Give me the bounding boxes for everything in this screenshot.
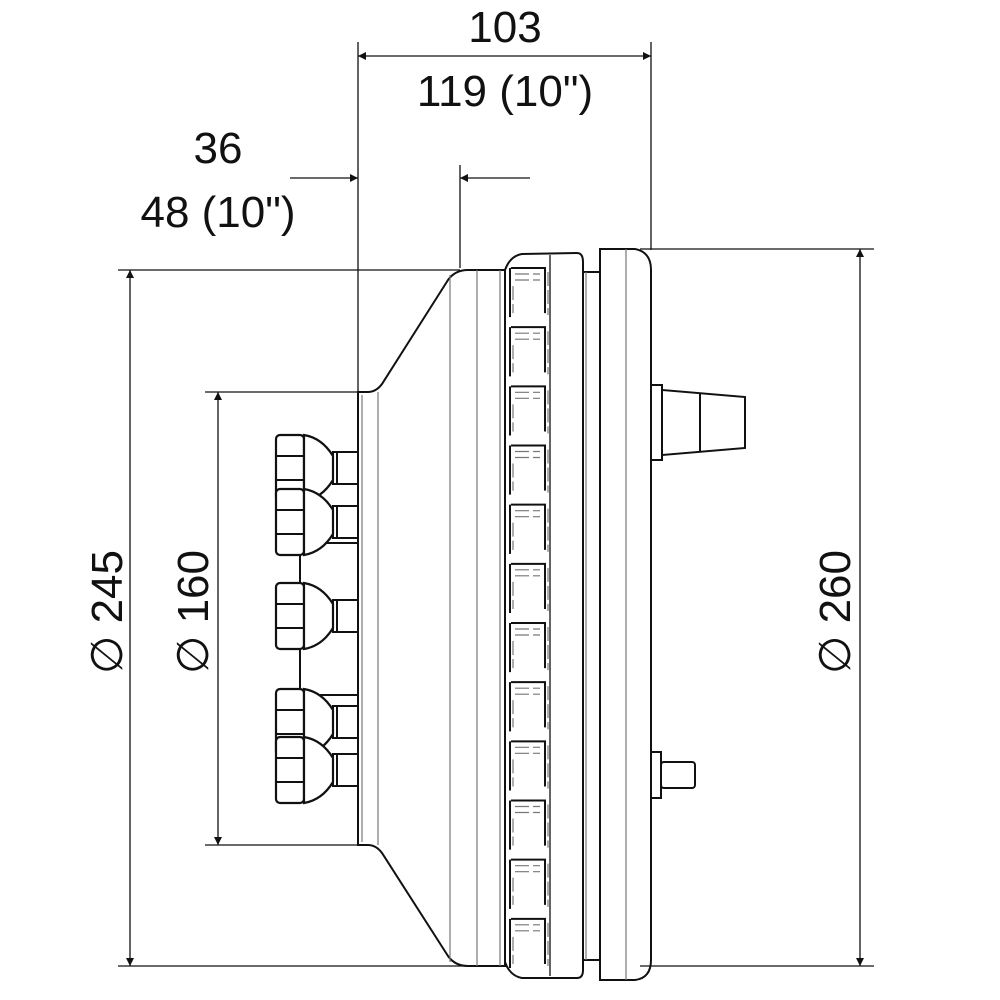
ring-tooth xyxy=(509,858,549,909)
nozzle-depth-label: 36 xyxy=(194,124,243,173)
vent-stub xyxy=(650,751,696,799)
ring-tooth xyxy=(509,385,549,436)
nozzle xyxy=(274,487,359,557)
depth-10in-label: 119 (10") xyxy=(417,67,593,116)
ring-tooth xyxy=(509,326,549,377)
depth-label: 103 xyxy=(468,3,541,52)
ring-tooth xyxy=(509,444,549,495)
lamp-body xyxy=(357,269,506,967)
ring-tooth xyxy=(509,562,549,613)
ring-tooth xyxy=(509,622,549,673)
extension-lines xyxy=(118,42,874,967)
cable-gland xyxy=(651,384,746,461)
diameter-160-label: ∅ 160 xyxy=(169,550,218,674)
diameter-260-label: ∅ 260 xyxy=(811,550,860,674)
nozzle-group xyxy=(274,433,359,805)
ring-tooth xyxy=(509,503,549,554)
nozzle xyxy=(274,581,359,651)
nozzle-depth-10in-label: 48 (10") xyxy=(140,188,295,237)
locking-ring xyxy=(504,251,584,979)
ring-tooth xyxy=(509,681,549,732)
flange xyxy=(583,271,600,961)
ring-tooth xyxy=(509,267,549,318)
back-plate xyxy=(599,248,652,981)
ring-teeth xyxy=(509,267,549,968)
ring-tooth xyxy=(509,917,549,968)
diameter-245-label: ∅ 245 xyxy=(83,550,132,674)
ring-tooth xyxy=(509,799,549,850)
nozzle xyxy=(274,433,359,503)
nozzle xyxy=(274,735,359,805)
ring-tooth xyxy=(509,740,549,791)
